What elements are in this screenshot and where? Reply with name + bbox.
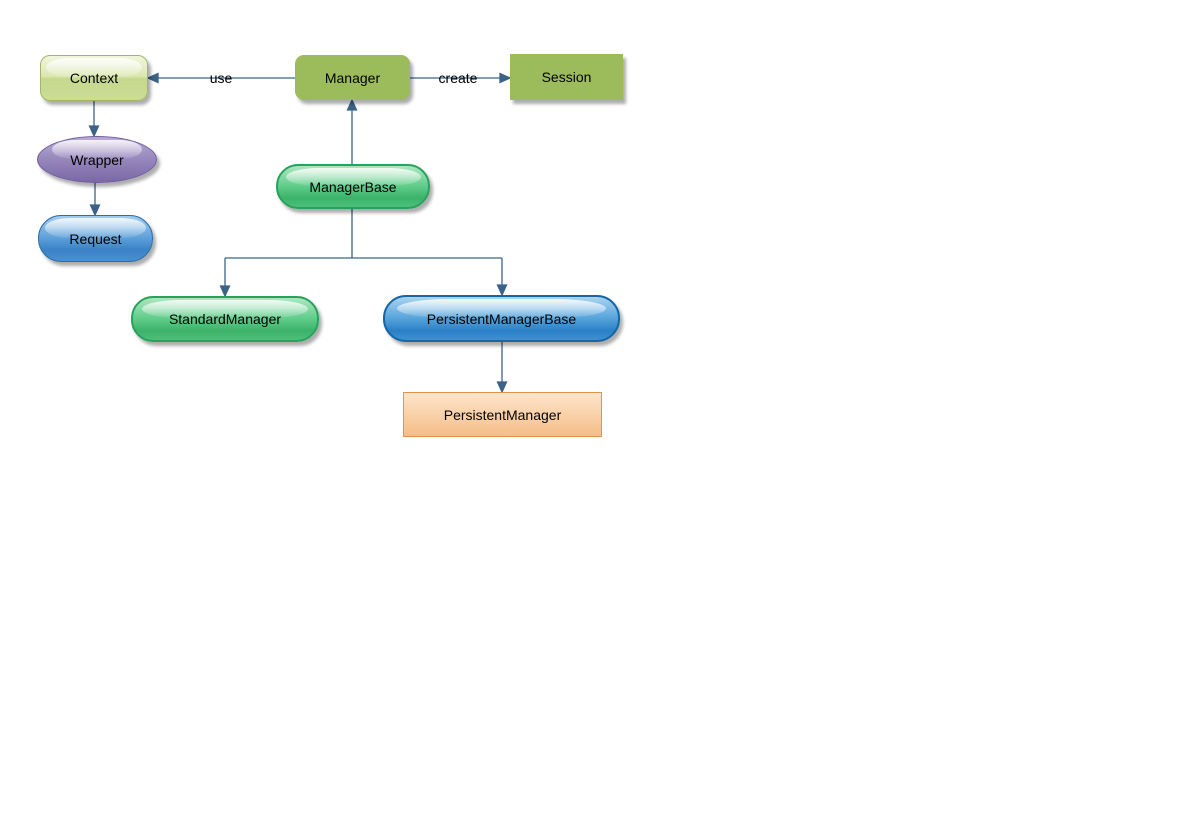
node-context-label: Context: [69, 70, 119, 86]
node-persistentmanagerbase[interactable]: PersistentManagerBase: [383, 295, 620, 342]
arrowhead-to-standardmanager: [219, 285, 231, 298]
node-manager[interactable]: Manager: [295, 55, 410, 100]
edge-label-use: use: [209, 70, 233, 86]
node-manager-label: Manager: [324, 69, 381, 86]
arrowhead-to-persistentmanagerbase: [496, 284, 508, 297]
node-context[interactable]: Context: [40, 55, 148, 101]
node-request-label: Request: [69, 230, 122, 247]
node-persistentmanager[interactable]: PersistentManager: [403, 392, 602, 437]
node-session-label: Session: [541, 69, 592, 85]
node-session[interactable]: Session: [510, 54, 623, 100]
node-request[interactable]: Request: [38, 215, 153, 262]
node-wrapper[interactable]: Wrapper: [37, 136, 157, 183]
node-managerbase-label: ManagerBase: [309, 178, 397, 195]
arrowhead-to-context: [146, 72, 159, 84]
arrowhead-to-persistentmanager: [496, 381, 508, 394]
node-standardmanager[interactable]: StandardManager: [131, 296, 319, 342]
node-managerbase[interactable]: ManagerBase: [276, 164, 430, 209]
edge-label-create: create: [438, 70, 478, 86]
node-persistentmanagerbase-label: PersistentManagerBase: [426, 310, 577, 327]
arrowhead-to-request: [89, 204, 101, 217]
node-standardmanager-label: StandardManager: [168, 311, 282, 327]
arrowhead-to-session: [499, 72, 512, 84]
arrowhead-to-wrapper: [88, 125, 100, 138]
arrowhead-to-manager: [346, 98, 358, 111]
node-persistentmanager-label: PersistentManager: [443, 406, 562, 423]
node-wrapper-label: Wrapper: [70, 151, 124, 168]
